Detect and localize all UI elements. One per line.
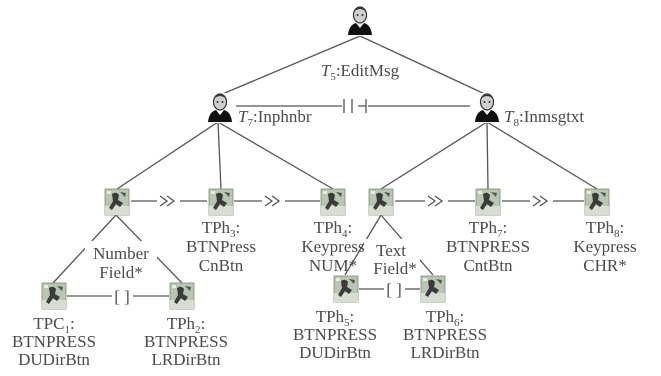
edge-t8-tph8 [486,121,598,190]
node-label-tpc1: TPC1: BTNPRESS DUDirBtn [12,314,96,369]
node-label-tph3: TPh3: BTNPress CnBtn [186,218,256,275]
order-independence-operator: [ ] [386,280,402,299]
svg-text:BTNPress: BTNPress [186,237,256,256]
svg-text:LRDirBtn: LRDirBtn [411,343,480,362]
edge-root-t8 [359,35,488,96]
svg-text:TPh7:: TPh7: [469,218,508,240]
task-icon [41,282,67,310]
svg-text:BTNPRESS: BTNPRESS [446,237,530,256]
edge-t8-tph7 [486,121,489,190]
edge-t7-n1 [116,121,219,190]
svg-text:CnBtn: CnBtn [199,256,244,275]
svg-text:BTNPRESS: BTNPRESS [144,332,228,351]
node-label-tph2: TPh2: BTNPRESS LRDirBtn [144,314,228,369]
concurrent-operator-icon [343,99,367,113]
svg-text:Field*: Field* [99,263,142,282]
svg-text:TPh6:: TPh6: [426,307,465,329]
svg-text:CHR*: CHR* [583,256,626,275]
edge-t8-n2 [380,121,488,190]
person-icon [206,92,234,124]
task-icon [475,188,501,216]
group-label-text-field: Text Field* [364,239,420,278]
svg-text:DUDirBtn: DUDirBtn [18,350,90,369]
task-icon [104,188,130,216]
task-icon [333,275,359,303]
svg-text:Number: Number [93,244,149,263]
svg-text:Keypress: Keypress [301,237,364,256]
person-icon [473,92,501,124]
svg-text:BTNPRESS: BTNPRESS [293,325,377,344]
node-label-tph4: TPh4: Keypress NUM* [301,218,364,275]
svg-text:DUDirBtn: DUDirBtn [299,343,371,362]
node-label-tph7: TPh7: BTNPRESS CntBtn [446,218,530,275]
enable-operator-icon [532,195,549,207]
edge-n2-tph5 [344,214,382,276]
svg-text:NUM*: NUM* [309,256,357,275]
svg-text:TPh8:: TPh8: [586,218,625,240]
svg-text:BTNPRESS: BTNPRESS [12,332,96,351]
task-icon [420,275,446,303]
edge-root-t7 [219,35,361,96]
svg-text:TPh4:: TPh4: [314,218,353,240]
node-label-t5: T5:EditMsg [321,61,400,83]
edge-t7-tph4 [217,121,334,190]
node-label-t8: T8:Inmsgtxt [504,107,584,129]
task-icon [320,188,346,216]
task-icon [584,188,610,216]
node-label-tph5: TPh5: BTNPRESS DUDirBtn [293,307,377,362]
task-icon [368,188,394,216]
node-label-t7: T7:Inphnbr [238,107,312,129]
group-label-number-field: Number Field* [85,241,157,283]
svg-text:TPh3:: TPh3: [202,218,241,240]
task-icon [208,188,234,216]
task-icon [169,282,195,310]
person-icon [346,5,374,37]
node-labels: T5:EditMsg T7:Inphnbr T8:Inmsgtxt TPh3: … [12,61,637,369]
tree-edges [52,35,598,284]
svg-text:LRDirBtn: LRDirBtn [152,350,221,369]
edge-t7-tph3 [217,121,222,190]
svg-text:BTNPRESS: BTNPRESS [403,325,487,344]
svg-text:TPh5:: TPh5: [316,307,355,329]
svg-text:TPh2:: TPh2: [167,314,206,336]
edge-n1-tpc1 [52,214,117,284]
svg-text:Keypress: Keypress [573,237,636,256]
svg-text:Field*: Field* [373,259,416,278]
svg-text:Text: Text [376,241,406,260]
node-label-tph6: TPh6: BTNPRESS LRDirBtn [403,307,487,362]
svg-text:TPC1:: TPC1: [33,314,74,336]
svg-text:CntBtn: CntBtn [463,256,513,275]
order-independence-operator: [ ] [114,287,130,306]
node-label-tph8: TPh8: Keypress CHR* [573,218,636,275]
enable-operator-icon [159,195,176,207]
operator-links: [ ] [ ] [67,99,584,306]
enable-operator-icon [427,195,444,207]
enable-operator-icon [264,195,281,207]
